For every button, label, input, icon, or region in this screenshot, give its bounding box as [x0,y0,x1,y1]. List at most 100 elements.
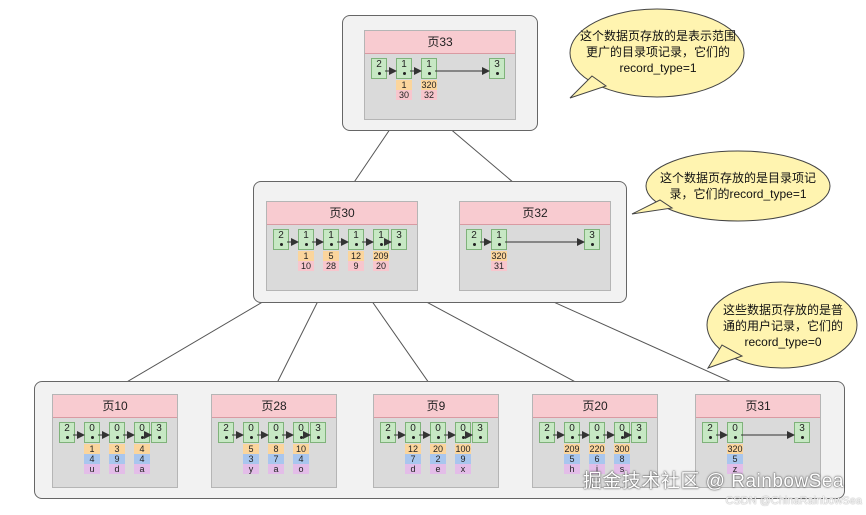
value-cell: 6 [589,454,605,464]
record-type-value: 0 [410,423,416,434]
record-header-cell: 2 [218,422,234,443]
record-header-cell: 0 [455,422,471,443]
key-cell: 1 [396,80,412,90]
page-header: 页31 [696,395,820,418]
record-type-value: 2 [544,423,550,434]
key-cell: 5 [323,251,339,261]
value-cell: 7 [268,454,284,464]
value-cell: 5 [564,454,580,464]
next-record-pointer-dot [355,243,358,246]
next-record-pointer-dot [621,436,624,439]
record-header-cell: 1 [298,229,314,250]
page-ref-cell: 30 [396,90,412,100]
page-header: 页10 [53,395,177,418]
next-record-pointer-dot [591,243,594,246]
next-record-pointer-dot [473,243,476,246]
record-type-value: 3 [589,230,595,241]
watermark-main: 掘金技术社区 @ RainbowSea [582,471,844,492]
record-header-cell: 2 [466,229,482,250]
record-type-value: 0 [619,423,625,434]
record-type-value: 1 [496,230,502,241]
next-record-pointer-dot [330,243,333,246]
record-header-cell: 0 [405,422,421,443]
callout-root-text: 这个数据页存放的是表示范围 更广的目录项记录，它们的 record_type=1 [578,28,738,76]
next-record-pointer-dot [801,436,804,439]
record-type-value: 0 [298,423,304,434]
next-record-pointer-dot [734,436,737,439]
record-type-value: 0 [114,423,120,434]
key-cell: 4 [134,444,150,454]
record-header-cell: 1 [348,229,364,250]
value-cell: 4 [134,454,150,464]
record-header-cell: 3 [489,58,505,79]
record-type-value: 1 [353,230,359,241]
record-header-cell: 1 [421,58,437,79]
record-header-cell: 0 [268,422,284,443]
char-cell: y [243,464,259,474]
next-record-pointer-dot [305,243,308,246]
record-type-value: 0 [139,423,145,434]
callout-line: 这些数据页存放的是普 [722,303,843,317]
record-type-value: 0 [460,423,466,434]
record-header-cell: 2 [702,422,718,443]
record-header-cell: 0 [430,422,446,443]
next-record-pointer-dot [66,436,69,439]
page-header: 页28 [212,395,336,418]
record-header-cell: 1 [323,229,339,250]
record-header-cell: 0 [109,422,125,443]
key-cell: 8 [268,444,284,454]
next-record-pointer-dot [91,436,94,439]
key-cell: 320 [727,444,743,454]
record-type-value: 2 [471,230,477,241]
callout-bubble-shapes [569,8,858,369]
page-ref-cell: 9 [348,261,364,271]
next-record-pointer-dot [116,436,119,439]
record-header-cell: 1 [491,229,507,250]
record-header-cell: 0 [243,422,259,443]
key-cell: 320 [421,80,437,90]
callout-line: 通的用户记录，它们的 [722,319,843,333]
page-header: 页20 [533,395,657,418]
record-header-cell: 3 [391,229,407,250]
callout-line: 更广的目录项记录，它们的 [585,45,730,59]
next-record-pointer-dot [317,436,320,439]
callout-line: record_type=0 [744,335,822,349]
next-record-pointer-dot [596,436,599,439]
callout-line: record_type=1 [619,61,697,75]
value-cell: 9 [109,454,125,464]
record-type-value: 0 [89,423,95,434]
char-cell: a [268,464,284,474]
key-cell: 20 [430,444,446,454]
char-cell: u [84,464,100,474]
next-record-pointer-dot [403,72,406,75]
record-type-value: 1 [328,230,334,241]
page-ref-cell: 32 [421,90,437,100]
record-type-value: 0 [248,423,254,434]
next-record-pointer-dot [387,436,390,439]
char-cell: a [134,464,150,474]
next-record-pointer-dot [380,243,383,246]
record-header-cell: 2 [371,58,387,79]
record-header-cell: 0 [293,422,309,443]
value-cell: 7 [405,454,421,464]
callout-leaf-text: 这些数据页存放的是普 通的用户记录，它们的 record_type=0 [714,302,852,350]
record-header-cell: 0 [564,422,580,443]
next-record-pointer-dot [225,436,228,439]
char-cell: z [727,464,743,474]
value-cell: 3 [243,454,259,464]
record-type-value: 3 [799,423,805,434]
record-header-cell: 2 [273,229,289,250]
record-type-value: 0 [435,423,441,434]
record-type-value: 1 [401,59,407,70]
key-cell: 209 [564,444,580,454]
next-record-pointer-dot [638,436,641,439]
char-cell: o [293,464,309,474]
record-header-cell: 3 [631,422,647,443]
next-record-pointer-dot [709,436,712,439]
key-cell: 12 [348,251,364,261]
